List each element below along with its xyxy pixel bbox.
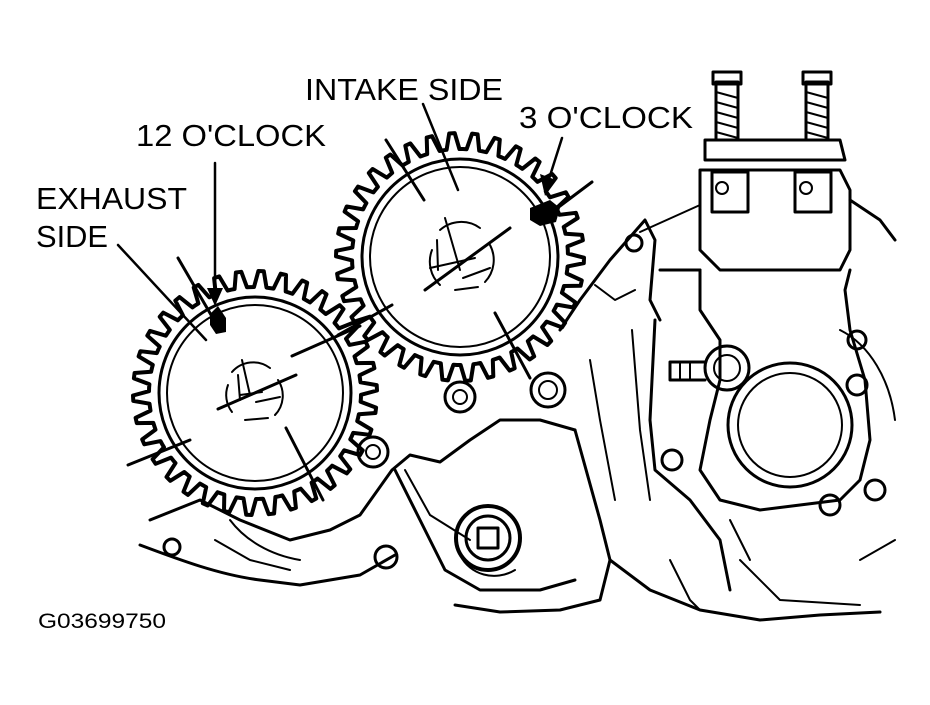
- exhaust-label-line2: SIDE: [36, 219, 108, 254]
- three-oclock-label: 3 O'CLOCK: [519, 100, 693, 135]
- callout-leaders: [116, 102, 564, 342]
- intake-side-label: INTAKE SIDE: [305, 72, 503, 107]
- intake-camshaft-sprocket: [334, 131, 594, 383]
- exhaust-sprocket-hub: [225, 359, 284, 421]
- twelve-oclock-arrowhead: [207, 288, 223, 306]
- three-oclock-arrowhead: [540, 174, 556, 196]
- figure-code: G03699750: [38, 610, 166, 633]
- engine-block-outline: [138, 70, 897, 622]
- exhaust-timing-mark: [210, 306, 226, 334]
- twelve-oclock-label: 12 O'CLOCK: [136, 118, 326, 153]
- exhaust-label-line1: EXHAUST: [36, 181, 187, 216]
- intake-timing-mark: [530, 200, 560, 226]
- exhaust-camshaft-sprocket: [126, 256, 379, 517]
